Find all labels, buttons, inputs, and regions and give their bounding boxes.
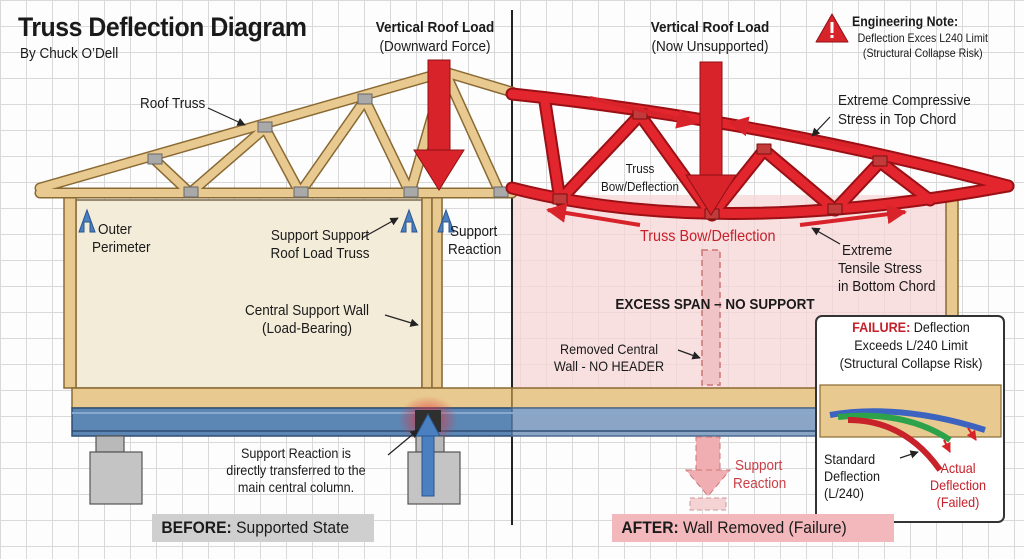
note-line-1: Deflection Exces L240 Limit xyxy=(857,31,988,45)
after-state-label: AFTER: Wall Removed (Failure) xyxy=(614,515,854,541)
author-byline: By Chuck O’Dell xyxy=(20,45,119,62)
warning-icon xyxy=(815,13,849,43)
after-state-bold: AFTER: xyxy=(621,518,679,537)
right-outer-post xyxy=(945,199,959,321)
transfer-note-3: main central column. xyxy=(237,479,355,495)
left-load-title: Vertical Roof Load xyxy=(375,19,495,36)
before-state-label: BEFORE: Supported State xyxy=(154,515,356,541)
standard-deflection-3: (L/240) xyxy=(824,485,864,501)
after-band xyxy=(612,514,894,542)
left-support-reaction-2: Reaction xyxy=(448,241,502,258)
central-wall-label-1: Central Support Wall xyxy=(244,302,370,319)
leader-lines xyxy=(207,107,919,459)
truss-bow-label-2: Bow/Deflection xyxy=(600,179,680,194)
support-roof-label-1: Support Support xyxy=(270,227,370,244)
compressive-label-1: Extreme Compressive xyxy=(838,92,971,109)
right-support-reaction-1: Support xyxy=(735,457,783,474)
support-roof-label-2: Roof Load Truss xyxy=(270,245,370,262)
ghost-wall xyxy=(701,249,721,386)
outer-perimeter-label-1: Outer xyxy=(98,221,132,238)
outer-post xyxy=(63,195,77,389)
after-state-rest: Wall Removed (Failure) xyxy=(678,518,847,537)
floor-joist-right xyxy=(511,387,818,409)
ghost-pier xyxy=(689,497,727,511)
before-state-bold: BEFORE: xyxy=(161,518,232,537)
tensile-label-3: in Bottom Chord xyxy=(838,278,936,295)
transfer-note-2: directly transferred to the xyxy=(226,462,366,478)
compression-arrows xyxy=(589,96,861,150)
truss-bow-label-1: Truss xyxy=(625,161,655,176)
actual-deflection-1: Actual xyxy=(940,460,976,476)
truss-bow-main-label: Truss Bow/Deflection xyxy=(640,228,776,245)
roof-truss-label: Roof Truss xyxy=(140,95,206,112)
transfer-note-1: Support Reaction is xyxy=(241,445,351,461)
removed-wall-label-2: Wall - NO HEADER xyxy=(553,358,665,374)
load-arrow-left xyxy=(413,59,465,191)
failure-title: FAILURE: Deflection xyxy=(827,319,994,336)
before-state-rest: Supported State xyxy=(231,518,350,537)
left-support-reaction-1: Support xyxy=(450,223,498,240)
compressive-label-2: Stress in Top Chord xyxy=(838,111,957,128)
central-stud-left xyxy=(421,195,433,389)
pier-left xyxy=(89,451,143,505)
actual-deflection-2: Deflection xyxy=(929,477,987,493)
before-band xyxy=(152,514,374,542)
failure-line-2: Exceeds L/240 Limit xyxy=(854,337,968,353)
left-load-subtitle: (Downward Force) xyxy=(379,38,491,55)
standard-deflection-2: Deflection xyxy=(824,468,881,484)
support-arrows xyxy=(78,208,455,497)
ghost-support-shaft xyxy=(695,436,721,476)
failure-line-3: (Structural Collapse Risk) xyxy=(839,355,983,371)
failure-title-rest: Deflection xyxy=(910,319,970,335)
removed-wall-label-1: Removed Central xyxy=(559,341,659,357)
note-line-2: (Structural Collapse Risk) xyxy=(862,46,983,60)
pier-left-neck xyxy=(95,435,125,453)
failure-inset xyxy=(815,315,1005,523)
excess-span-label: EXCESS SPAN – NO SUPPORT xyxy=(615,296,815,313)
central-wall-label-2: (Load-Bearing) xyxy=(261,320,353,337)
wall-panel xyxy=(75,199,423,389)
tension-arrows xyxy=(546,203,907,227)
outer-perimeter-label-2: Perimeter xyxy=(92,239,151,256)
note-title: Engineering Note: xyxy=(852,13,959,29)
standard-deflection-1: Standard xyxy=(824,451,876,467)
right-load-title: Vertical Roof Load xyxy=(650,19,770,36)
tensile-label-1: Extreme xyxy=(842,242,893,259)
load-arrow-right xyxy=(685,61,737,216)
failure-title-bold: FAILURE: xyxy=(852,319,911,335)
right-load-subtitle: (Now Unsupported) xyxy=(651,38,769,55)
tensile-label-2: Tensile Stress xyxy=(838,260,923,277)
actual-deflection-3: (Failed) xyxy=(936,494,980,510)
diagram-title: Truss Deflection Diagram xyxy=(18,12,307,42)
ghost-support-head xyxy=(684,469,732,497)
right-support-reaction-2: Reaction xyxy=(733,475,787,492)
